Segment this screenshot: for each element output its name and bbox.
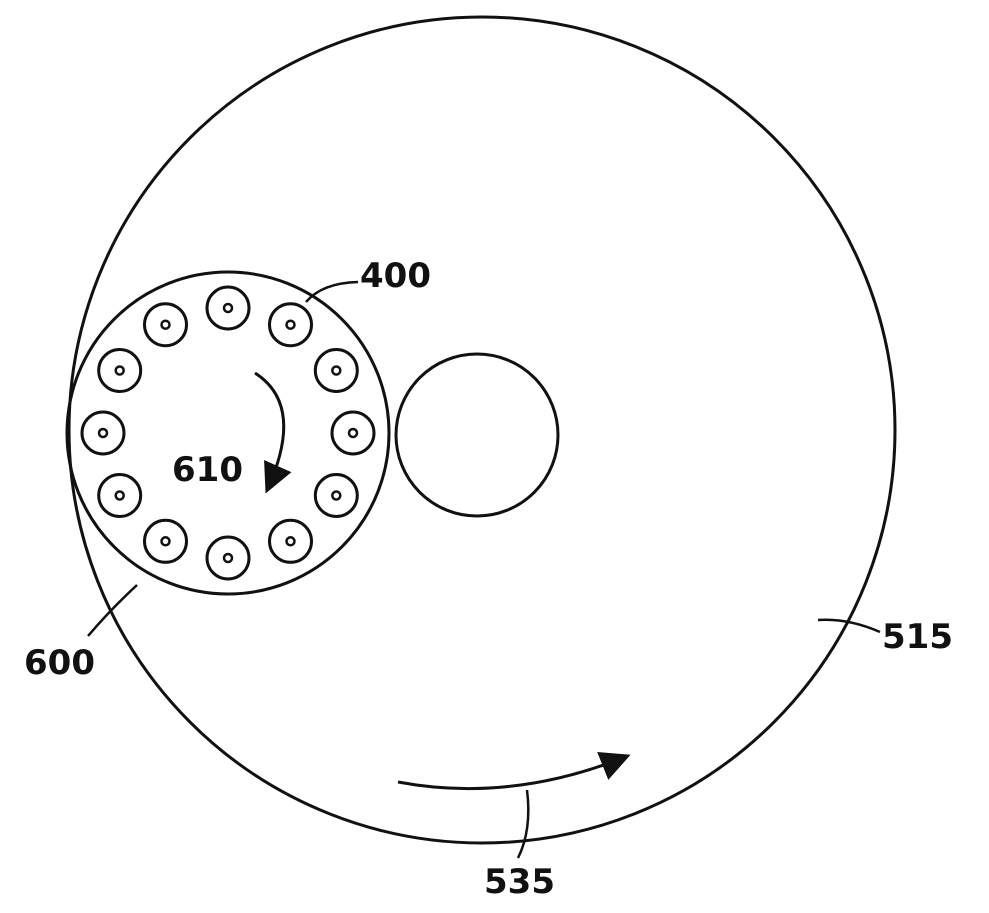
substrate-outer-ring [82, 412, 124, 454]
label-600: 600 [24, 643, 95, 683]
substrate-position [207, 287, 249, 329]
label-400: 400 [360, 256, 431, 296]
substrate-outer-ring [270, 520, 312, 562]
substrate-center-dot [287, 321, 295, 329]
platen-rotation-arrow-icon [398, 757, 625, 789]
substrate-center-dot [224, 304, 232, 312]
substrate-position [145, 304, 187, 346]
substrate-position [82, 412, 124, 454]
leader-line-515 [818, 620, 880, 632]
substrate-position [270, 520, 312, 562]
substrate-position [207, 537, 249, 579]
substrate-outer-ring [145, 304, 187, 346]
substrate-center-dot [224, 554, 232, 562]
substrate-outer-ring [207, 287, 249, 329]
carrier-rotation-arrow-icon [255, 373, 284, 488]
substrate-center-dot [116, 492, 124, 500]
substrate-center-dot [99, 429, 107, 437]
substrate-center-dot [332, 367, 340, 375]
substrate-outer-ring [99, 475, 141, 517]
substrate-outer-ring [207, 537, 249, 579]
substrate-outer-ring [332, 412, 374, 454]
label-610: 610 [172, 450, 243, 490]
substrate-center-dot [287, 537, 295, 545]
substrate-position [315, 475, 357, 517]
substrate-position [99, 350, 141, 392]
substrate-outer-ring [145, 520, 187, 562]
substrate-position [332, 412, 374, 454]
substrate-outer-ring [270, 304, 312, 346]
substrate-position [99, 475, 141, 517]
substrate-center-dot [332, 492, 340, 500]
substrate-center-dot [162, 321, 170, 329]
substrate-position [270, 304, 312, 346]
leader-line-600 [88, 585, 137, 636]
substrate-center-dot [349, 429, 357, 437]
label-535: 535 [484, 862, 555, 902]
platen-disc [69, 17, 895, 843]
substrate-ring [82, 287, 374, 579]
carrier-circle [67, 272, 389, 594]
substrate-center-dot [162, 537, 170, 545]
leader-line-535 [518, 790, 528, 858]
substrate-outer-ring [315, 350, 357, 392]
substrate-center-dot [116, 367, 124, 375]
substrate-outer-ring [315, 475, 357, 517]
conditioner-circle [396, 354, 558, 516]
substrate-outer-ring [99, 350, 141, 392]
label-515: 515 [882, 617, 953, 657]
substrate-position [315, 350, 357, 392]
leader-line-400 [306, 282, 358, 302]
substrate-position [145, 520, 187, 562]
